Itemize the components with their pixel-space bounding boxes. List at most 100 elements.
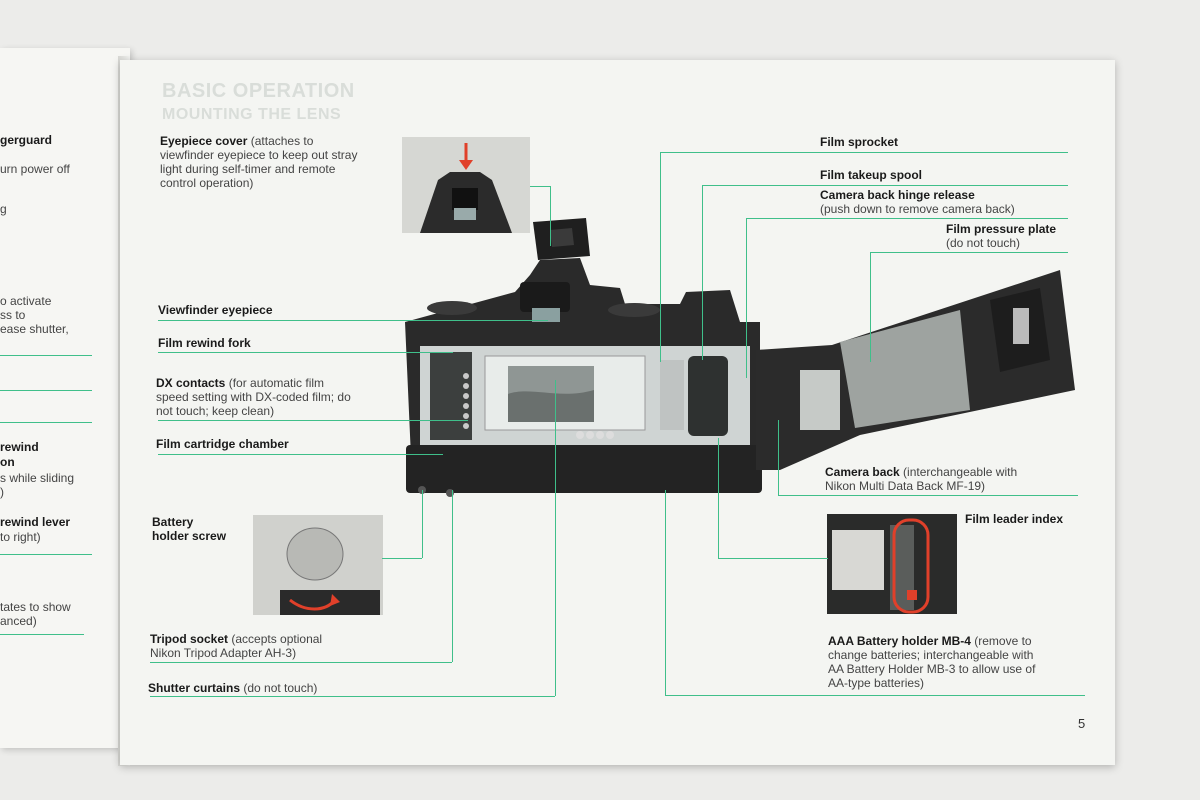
callout-viewfinder-eyepiece: Viewfinder eyepiece [158, 303, 273, 317]
callout-film-sprocket: Film sprocket [820, 135, 899, 149]
left-label-11: rewind lever [0, 515, 71, 529]
callout-film-cartridge-chamber: Film cartridge chamber [156, 437, 289, 451]
page-number: 5 [1078, 716, 1086, 731]
battery-contact-1 [576, 431, 584, 439]
left-label-7: rewind [0, 440, 39, 454]
dx-contact-3 [463, 393, 469, 399]
leader-sprocket-h [660, 152, 1068, 153]
leader-hinge-v [746, 218, 747, 378]
callout-dx-contacts: DX contacts (for automatic film [156, 376, 325, 390]
callout-battery-screw-2: holder screw [152, 529, 227, 543]
leader-sprocket-v [660, 152, 661, 362]
battery-contact-3 [596, 431, 604, 439]
film-leader-spool [832, 530, 884, 590]
leader-takeup-h [702, 185, 1068, 186]
left-leader-1 [0, 355, 92, 356]
eyepiece-window [452, 188, 478, 210]
leader-leader-index-v [718, 438, 719, 558]
eyepiece-glass [454, 208, 476, 220]
leader-mb4-h [665, 695, 1085, 696]
leader-tripod-h [150, 662, 452, 663]
leader-takeup-v [702, 185, 703, 360]
left-label-12: to right) [0, 530, 41, 544]
callout-eyepiece-cover-desc4: control operation) [160, 176, 254, 190]
takeup-spool-shape [688, 356, 728, 436]
camera-bottom-photo [280, 590, 380, 615]
back-window [1013, 308, 1029, 344]
left-label-4: o activate [0, 294, 52, 308]
left-label-13: tates to show [0, 600, 71, 614]
callout-battery-holder-mb4-desc3: AA Battery Holder MB-3 to allow use of [828, 662, 1036, 676]
callout-camera-back-hinge-desc: (push down to remove camera back) [820, 202, 1015, 216]
right-page: BASIC OPERATION MOUNTING THE LENS [120, 60, 1115, 765]
left-label-10: ) [0, 485, 4, 499]
leader-shutter-v [555, 380, 556, 696]
callout-battery-holder-mb4-desc4: AA-type batteries) [828, 676, 925, 690]
left-leader-3 [0, 422, 92, 423]
left-page: gerguard urn power off g o activate ss t… [0, 48, 130, 748]
film-leader-highlight [892, 518, 930, 614]
leader-dx-contacts [158, 420, 468, 421]
callout-camera-back-hinge: Camera back hinge release [820, 188, 975, 202]
left-leader-5 [0, 634, 84, 635]
left-label-1: gerguard [0, 133, 53, 147]
left-leader-4 [0, 554, 92, 555]
callout-film-pressure-plate: Film pressure plate [946, 222, 1057, 236]
coin [286, 527, 344, 581]
callout-film-leader-index: Film leader index [965, 512, 1064, 526]
callout-tripod-socket: Tripod socket (accepts optional [150, 632, 323, 646]
leader-back-v [778, 420, 779, 495]
battery-contact-2 [586, 431, 594, 439]
camera-illustration [253, 137, 1075, 615]
battery-contact-4 [606, 431, 614, 439]
callout-film-rewind-fork: Film rewind fork [158, 336, 251, 350]
leader-battery-screw-v [422, 490, 423, 558]
callout-camera-back-desc2: Nikon Multi Data Back MF-19) [825, 479, 986, 493]
left-label-2: urn power off [0, 162, 70, 176]
leader-tripod-v [452, 490, 453, 662]
left-label-5: ss to [0, 308, 26, 322]
callout-battery-screw-1: Battery [152, 515, 194, 529]
rotate-arrow-head [330, 594, 340, 606]
shutter-curtain-shadow [508, 390, 594, 422]
callout-battery-holder-mb4: AAA Battery holder MB-4 (remove to [828, 634, 1032, 648]
leader-battery-screw-h [382, 558, 422, 559]
leader-pressure-v [870, 252, 871, 362]
callout-eyepiece-cover-desc2: viewfinder eyepiece to keep out stray [160, 148, 358, 162]
callout-film-takeup-spool: Film takeup spool [820, 168, 923, 182]
callout-camera-back: Camera back (interchangeable with [825, 465, 1018, 479]
callout-eyepiece-cover: Eyepiece cover (attaches to [160, 134, 314, 148]
callout-dx-contacts-desc3: not touch; keep clean) [156, 404, 275, 418]
camera-base [406, 445, 762, 493]
left-label-9: s while sliding [0, 471, 75, 485]
dx-contact-1 [463, 373, 469, 379]
rewind-knob [427, 301, 477, 315]
red-arrow-head [459, 160, 473, 170]
callout-battery-holder-mb4-desc2: change batteries; interchangeable with [828, 648, 1034, 662]
left-label-8: on [0, 455, 15, 469]
camera-eyepiece [520, 282, 570, 312]
shutter-dial [608, 303, 660, 317]
callout-eyepiece-cover-desc3: light during self-timer and remote [160, 162, 336, 176]
leader-leader-index-h [718, 558, 828, 559]
leader-hinge-h [746, 218, 1068, 219]
leader-eyepiece-cover-v [550, 186, 551, 246]
camera-eyepiece-glass [532, 308, 560, 322]
dx-contact-4 [463, 403, 469, 409]
pressure-plate-shape [840, 310, 970, 428]
leader-rewind-fork [158, 352, 453, 353]
leader-pressure-h [870, 252, 1068, 253]
leader-shutter-h [150, 696, 555, 697]
ghost-heading: BASIC OPERATION [162, 80, 355, 102]
leader-mb4-v [665, 490, 666, 695]
callout-film-pressure-plate-desc: (do not touch) [946, 236, 1021, 250]
leader-viewfinder [158, 320, 548, 321]
left-label-3: g [0, 202, 7, 216]
detached-cover-window [550, 228, 574, 247]
leader-cartridge [158, 454, 443, 455]
film-leader-marker [907, 590, 917, 600]
left-label-6: ease shutter, [0, 322, 69, 336]
leader-eyepiece-cover-h [530, 186, 550, 187]
film-sprocket-shape [660, 360, 684, 430]
dx-contact-2 [463, 383, 469, 389]
